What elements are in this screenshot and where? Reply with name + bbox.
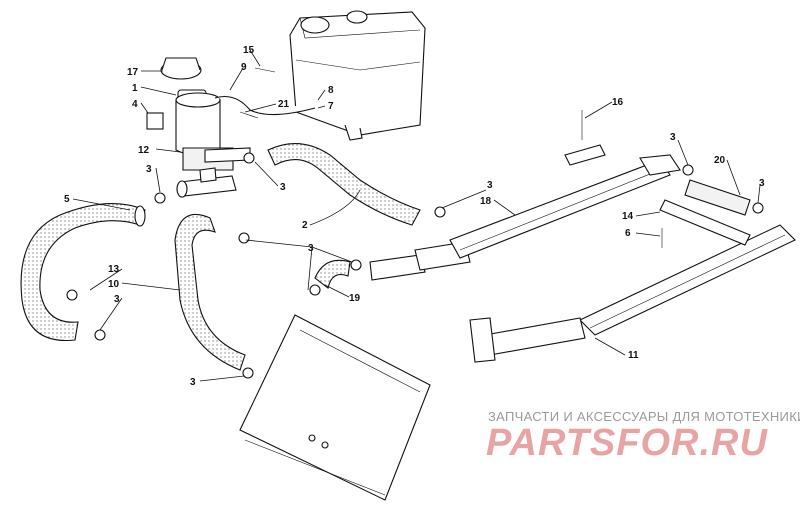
bolts xyxy=(254,67,663,248)
callout-5: 5 xyxy=(64,194,70,205)
filler-neck-assembly xyxy=(146,57,251,171)
callout-8: 8 xyxy=(328,85,334,96)
callout-19: 19 xyxy=(349,293,361,304)
hose-20 xyxy=(684,179,751,216)
callout-9: 9 xyxy=(241,62,247,73)
watermark-tagline: ЗАПЧАСТИ И АКСЕССУАРЫ ДЛЯ МОТОТЕХНИКИ xyxy=(488,409,800,424)
callout-13: 13 xyxy=(108,264,120,275)
hose-short-19 xyxy=(314,259,351,289)
callout-3g: 3 xyxy=(670,132,676,143)
callout-3f: 3 xyxy=(190,377,196,388)
callout-12: 12 xyxy=(138,145,150,156)
overflow-hose xyxy=(214,95,316,119)
callout-11: 11 xyxy=(628,350,639,361)
callout-21: 21 xyxy=(278,99,290,110)
callout-16: 16 xyxy=(612,97,624,108)
leader-lines xyxy=(72,49,761,382)
callout-14: 14 xyxy=(622,211,634,222)
hose-middle-vertical xyxy=(174,213,246,371)
coolant-reservoir-tank xyxy=(289,10,426,141)
heat-exchanger-rail-lower xyxy=(469,224,796,363)
heat-shield-plate xyxy=(239,314,431,501)
watermark-brand: PARTSFOR.RU xyxy=(486,422,768,464)
callout-4: 4 xyxy=(132,99,138,110)
callout-3h: 3 xyxy=(759,178,765,189)
callout-1: 1 xyxy=(132,83,138,94)
tee-fitting xyxy=(176,167,237,198)
callout-3b: 3 xyxy=(280,182,286,193)
heat-exchanger-rail-upper xyxy=(449,154,681,259)
callout-3c: 3 xyxy=(308,243,314,254)
hose-left-large xyxy=(20,203,146,342)
callout-20: 20 xyxy=(714,155,726,166)
callout-3e: 3 xyxy=(114,294,120,305)
callout-labels: 17 1 4 12 3 5 15 9 21 8 7 3 2 3 19 3 18 … xyxy=(64,45,765,388)
callout-7: 7 xyxy=(328,101,334,112)
callout-6: 6 xyxy=(625,228,631,239)
callout-15: 15 xyxy=(243,45,255,56)
upper-coolant-hose xyxy=(267,143,421,226)
hose-clamps xyxy=(66,152,764,379)
bracket xyxy=(659,199,751,246)
callout-10: 10 xyxy=(108,279,120,290)
callout-3d: 3 xyxy=(487,180,493,191)
callout-2: 2 xyxy=(302,220,308,231)
callout-18: 18 xyxy=(480,196,492,207)
callout-3a: 3 xyxy=(146,164,152,175)
callout-17: 17 xyxy=(127,67,139,78)
decal xyxy=(146,112,164,130)
